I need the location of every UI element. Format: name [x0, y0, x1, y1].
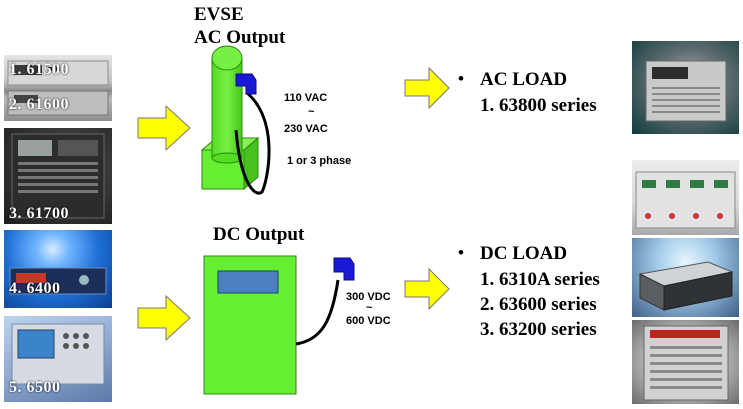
dc-load-item-3: 3. 63200 series: [480, 319, 597, 340]
arrow-source-to-dc: [137, 294, 191, 342]
ac-load-bullet: •: [458, 69, 464, 88]
ac-voltage-tilde: ~: [308, 106, 315, 118]
source-label-61500: 1. 61500: [9, 61, 69, 78]
dc-output-title: DC Output: [213, 224, 305, 245]
dc-evse-charger: [203, 255, 355, 395]
source-label-61700: 3. 61700: [9, 205, 69, 222]
dc-load-photo-63200: [632, 320, 739, 404]
dc-load-bullet: •: [458, 243, 464, 262]
instrument-illustration: [11, 133, 105, 219]
ac-evse-charger: [200, 45, 271, 195]
source-device-photo-61700: 3. 61700: [4, 128, 112, 224]
ac-output-title: AC Output: [194, 27, 286, 48]
ac-phase: 1 or 3 phase: [287, 155, 352, 167]
dc-load-title: DC LOAD: [480, 243, 568, 264]
dc-load-photo-63600: [632, 238, 739, 317]
instrument-illustration: [635, 171, 736, 229]
instrument-illustration: [643, 325, 729, 401]
ac-load-item-1: 1. 63800 series: [480, 95, 597, 116]
dc-voltage-tilde: ~: [366, 302, 373, 314]
ac-voltage-high: 230 VAC: [284, 123, 328, 135]
arrow-dc-to-load: [404, 267, 450, 311]
source-label-61600: 2. 61600: [9, 96, 69, 113]
source-device-photo-61500-61600: 1. 61500 2. 61600: [4, 55, 112, 121]
dc-load-photo-6310a: [632, 160, 739, 235]
instrument-illustration: [7, 60, 109, 116]
instrument-illustration: [11, 323, 105, 385]
evse-title: EVSE: [194, 4, 244, 25]
source-device-photo-6400: 4. 6400: [4, 230, 112, 308]
ac-load-photo-63800: [632, 41, 739, 134]
arrow-source-to-ac: [137, 104, 191, 152]
arrow-ac-to-load: [404, 66, 450, 110]
instrument-illustration: [9, 267, 107, 295]
instrument-illustration: [638, 261, 734, 311]
source-label-6500: 5. 6500: [9, 379, 61, 396]
dc-load-item-2: 2. 63600 series: [480, 294, 597, 315]
instrument-illustration: [645, 60, 727, 122]
source-label-6400: 4. 6400: [9, 280, 61, 297]
ac-load-title: AC LOAD: [480, 69, 568, 90]
ac-voltage-low: 110 VAC: [284, 92, 328, 104]
dc-voltage-high: 600 VDC: [346, 315, 391, 327]
dc-voltage-low: 300 VDC: [346, 291, 391, 303]
source-device-photo-6500: 5. 6500: [4, 316, 112, 402]
dc-load-item-1: 1. 6310A series: [480, 269, 600, 290]
